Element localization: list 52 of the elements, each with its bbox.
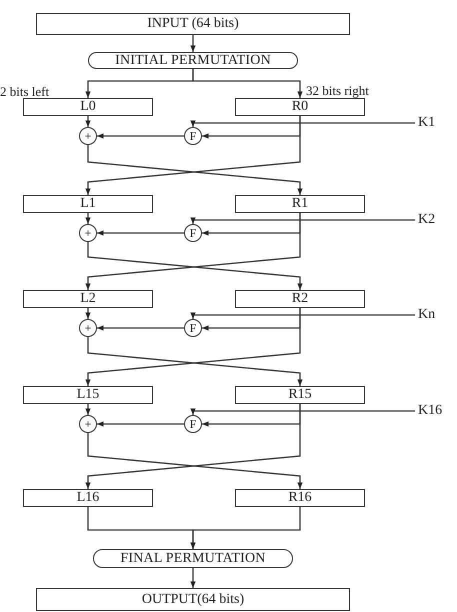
arrow <box>190 35 196 52</box>
half-block-box: R0 <box>235 98 365 116</box>
arrow <box>85 308 301 386</box>
arrow <box>85 116 301 195</box>
half-block-box: L0 <box>23 98 153 116</box>
arrow <box>87 145 303 195</box>
half-block-box: L1 <box>23 195 153 213</box>
xor-circle: + <box>79 415 97 433</box>
arrow <box>85 404 301 489</box>
function-circle: F <box>184 319 202 337</box>
key-label: Kn <box>418 307 454 323</box>
arrow <box>190 507 301 549</box>
process-pill: INITIAL PERMUTATION <box>88 52 298 69</box>
half-block-box: R1 <box>235 195 365 213</box>
half-block-box: R15 <box>235 386 365 404</box>
arrow <box>97 325 184 331</box>
key-label: K1 <box>418 115 454 131</box>
input-box: INPUT (64 bits) <box>36 13 350 35</box>
arrow <box>87 433 303 489</box>
arrow <box>97 230 184 236</box>
arrow <box>190 218 415 224</box>
half-block-box: L15 <box>23 386 153 404</box>
key-label: K2 <box>418 212 454 228</box>
arrow <box>85 213 301 290</box>
arrow <box>97 421 184 427</box>
half-block-box: R16 <box>235 489 365 507</box>
half-block-box: L16 <box>23 489 153 507</box>
arrow <box>190 120 415 127</box>
side-label: 2 bits left <box>0 85 50 98</box>
xor-circle: + <box>79 319 97 337</box>
arrow <box>190 408 415 415</box>
output-box: OUTPUT(64 bits) <box>36 588 350 611</box>
process-pill: FINAL PERMUTATION <box>93 549 293 568</box>
arrow <box>85 308 91 319</box>
xor-circle: + <box>79 127 97 145</box>
arrow <box>87 337 303 386</box>
arrow <box>190 568 196 588</box>
side-label: 32 bits right <box>306 84 369 97</box>
arrow <box>85 213 91 224</box>
arrow <box>190 312 415 319</box>
arrow <box>97 133 184 139</box>
arrow <box>85 116 91 127</box>
function-circle: F <box>184 224 202 242</box>
arrow <box>192 69 303 98</box>
half-block-box: R2 <box>235 290 365 308</box>
key-label: K16 <box>418 403 454 419</box>
half-block-box: L2 <box>23 290 153 308</box>
xor-circle: + <box>79 224 97 242</box>
function-circle: F <box>184 415 202 433</box>
function-circle: F <box>184 127 202 145</box>
arrow <box>87 242 303 290</box>
arrow <box>85 404 91 415</box>
